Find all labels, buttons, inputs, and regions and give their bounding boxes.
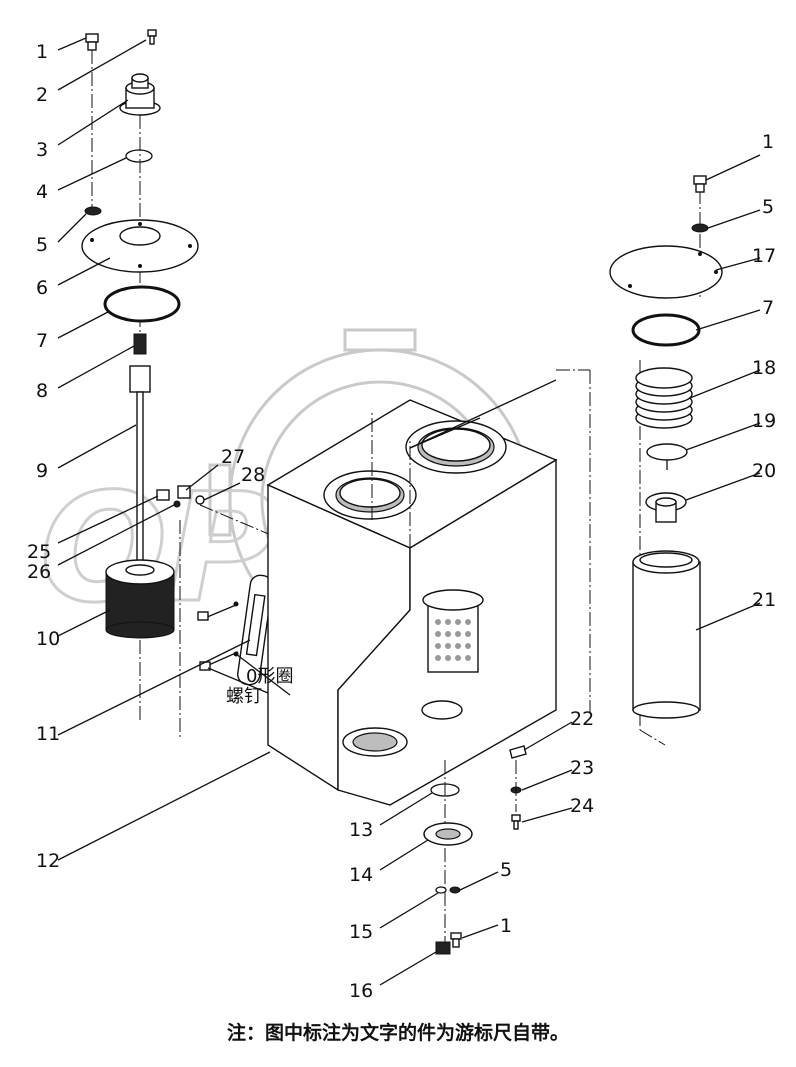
callout-26: 26 xyxy=(27,561,51,583)
callout-22: 22 xyxy=(570,708,594,730)
bolt-1-right xyxy=(693,175,707,193)
tank-body-12 xyxy=(266,399,558,806)
callout-25: 25 xyxy=(27,541,51,563)
filter-element-10 xyxy=(105,559,175,639)
callout-11: 11 xyxy=(36,723,60,745)
callout-19: 19 xyxy=(752,410,776,432)
callout-17: 17 xyxy=(752,245,776,267)
o-ring-7-left xyxy=(103,285,181,323)
callout-16: 16 xyxy=(349,980,373,1002)
bracket-22 xyxy=(509,745,527,759)
screw-annotation: 螺钉 xyxy=(226,686,262,707)
cover-plate-6 xyxy=(81,219,199,273)
valve-seat-20 xyxy=(645,492,687,523)
callout-labels: 1 2 3 4 5 6 7 8 9 25 26 27 28 10 11 12 1… xyxy=(27,41,776,1002)
callout-28: 28 xyxy=(241,464,265,486)
footnote: 注：图中标注为文字的件为游标尺自带。 xyxy=(226,1022,569,1044)
callout-3: 3 xyxy=(36,139,48,161)
o-ring-4 xyxy=(125,149,153,163)
cover-17 xyxy=(609,245,723,299)
callout-1-bottom: 1 xyxy=(500,915,512,937)
callout-13: 13 xyxy=(349,819,373,841)
screw-24 xyxy=(511,814,521,830)
bolt-1-bottom xyxy=(450,932,462,948)
valve-disc-19 xyxy=(646,443,688,470)
washer-5 xyxy=(84,206,102,216)
callout-5: 5 xyxy=(36,234,48,256)
callout-23: 23 xyxy=(570,757,594,779)
callout-18: 18 xyxy=(752,357,776,379)
o-ring-annotation: 0形圈 xyxy=(246,666,293,687)
callout-12: 12 xyxy=(36,850,60,872)
o-ring-7-right xyxy=(631,313,701,347)
callout-27: 27 xyxy=(221,446,245,468)
callout-5-bottom: 5 xyxy=(500,859,512,881)
callout-7-right: 7 xyxy=(762,297,774,319)
o-ring-13 xyxy=(430,783,460,797)
spring-8 xyxy=(133,333,147,355)
callout-24: 24 xyxy=(570,795,594,817)
callout-15: 15 xyxy=(349,921,373,943)
callout-1: 1 xyxy=(36,41,48,63)
callout-6: 6 xyxy=(36,277,48,299)
bolt-1 xyxy=(85,33,99,51)
callout-5-right: 5 xyxy=(762,196,774,218)
callout-7: 7 xyxy=(36,330,48,352)
washer-5-bottom xyxy=(449,886,461,894)
seal-15 xyxy=(435,886,447,894)
spring-18 xyxy=(635,367,693,429)
callout-4: 4 xyxy=(36,181,48,203)
callout-1-right: 1 xyxy=(762,131,774,153)
filter-cylinder-21 xyxy=(632,550,701,719)
callout-9: 9 xyxy=(36,460,48,482)
callout-10: 10 xyxy=(36,628,60,650)
callout-14: 14 xyxy=(349,864,373,886)
drain-plug-16 xyxy=(435,941,451,955)
callout-20: 20 xyxy=(752,460,776,482)
callout-8: 8 xyxy=(36,380,48,402)
callout-21: 21 xyxy=(752,589,776,611)
washer-5-right xyxy=(691,223,709,233)
breather-cap-3 xyxy=(119,73,161,116)
screw-2 xyxy=(147,29,157,45)
callout-2: 2 xyxy=(36,84,48,106)
drain-flange-14 xyxy=(423,822,473,846)
